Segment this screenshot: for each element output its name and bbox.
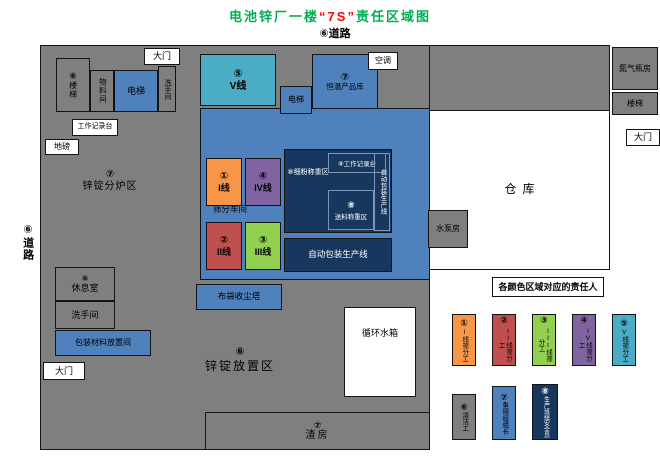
area-line-1-number: ① xyxy=(219,171,229,183)
road-left-label: ⑥道路 xyxy=(21,223,34,261)
area-material-room-label: 物料间 xyxy=(98,78,108,104)
legend-item-line4-number: ④ xyxy=(580,315,588,325)
legend-item-line1: ① I线筛分工 xyxy=(452,314,476,366)
road-top-label: ⑥道路 xyxy=(319,28,351,41)
legend-item-line2-number: ② xyxy=(500,315,508,325)
area-line-1: ① I线 xyxy=(206,158,242,206)
area-furnace-number: ⑦ xyxy=(105,169,115,180)
area-water-tank: 循环水箱 xyxy=(344,307,416,397)
legend-item-line3-number: ③ xyxy=(540,315,548,325)
legend-item-line2: ② II线筛分工 xyxy=(492,314,516,366)
area-line-1-label: I线 xyxy=(218,182,230,193)
area-gate-top: 大门 xyxy=(144,48,180,65)
area-stairs-topleft-number: ⑥ xyxy=(69,70,77,81)
legend-item-safety-officer-number: ⑧ xyxy=(541,385,549,396)
title-factory-name: 电池锌厂一楼 xyxy=(229,9,320,24)
area-auto-pack-line-vertical: 自动包装生产线 xyxy=(374,153,390,231)
area-line-4-label: IV线 xyxy=(254,182,272,193)
area-feed-weighing-label: 送料称重区 xyxy=(334,213,368,221)
legend-item-line3: ③ III线筛分工 xyxy=(532,314,556,366)
area-gate-right: 大门 xyxy=(626,129,660,146)
area-washroom-2: 洗手间 xyxy=(55,301,115,329)
area-elevator-1: 电梯 xyxy=(114,70,158,112)
area-material-room: 物料间 xyxy=(90,70,114,112)
legend-item-line3-label: III线筛分工 xyxy=(537,328,552,363)
area-feed-weighing-number: ⑧ xyxy=(347,199,355,210)
area-rest-room: ⑥ 休息室 xyxy=(55,267,115,301)
legend-item-line4-label: IV线筛分工 xyxy=(577,328,592,362)
area-feed-weighing: ⑧ 送料称重区 xyxy=(328,190,374,230)
area-packaging-material-room: 包装材料放置间 xyxy=(55,330,151,356)
area-nitrogen-room: 氮气瓶房 xyxy=(612,47,658,90)
area-line-3: ③ III线 xyxy=(245,222,281,270)
area-slag-room-label: 渣房 xyxy=(305,430,330,442)
legend-item-line1-number: ① xyxy=(460,318,468,329)
area-ingot-number: ⑥ xyxy=(235,346,245,359)
title-7s: “7S” xyxy=(319,9,356,24)
area-slag-room-number: ⑦ xyxy=(313,420,322,431)
area-ingot-label: ⑥ 锌锭放置区 xyxy=(185,342,295,378)
factory-floor-top-right xyxy=(429,45,610,111)
area-screening-workshop-label: 筛分车间 xyxy=(212,203,247,214)
area-line-3-number: ③ xyxy=(258,235,268,247)
area-line-4: ④ IV线 xyxy=(245,158,281,206)
legend-item-line2-label: II线筛分工 xyxy=(497,328,512,362)
legend-item-line5: ⑤ V线筛分工 xyxy=(612,314,636,366)
area-line-3-label: III线 xyxy=(254,246,272,257)
area-product-warehouse-label: 恒温产品库 xyxy=(326,82,364,92)
title-suffix: 责任区域图 xyxy=(355,9,431,24)
legend-item-line5-label: V线筛分工 xyxy=(620,328,628,362)
page-title: 电池锌厂一楼“7S”责任区域图 xyxy=(0,6,660,25)
area-pump-room: 水泵房 xyxy=(428,210,468,248)
area-washroom-top: 洗手间 xyxy=(158,66,176,112)
legend-item-line1-label: I线筛分工 xyxy=(460,328,468,362)
legend-item-safety-officer-label: 生产班组安全员 xyxy=(542,396,549,439)
area-gate-bottom-left: 大门 xyxy=(43,362,85,380)
legend-item-cleaner-label: 清洁工 xyxy=(460,412,468,432)
area-line-4-number: ④ xyxy=(258,171,268,183)
legend-item-line4: ④ IV线筛分工 xyxy=(572,314,596,366)
area-auto-pack-line-vertical-label: 自动包装生产线 xyxy=(379,169,386,215)
area-furnace-label: ⑦ 锌锭分炉区 xyxy=(55,164,165,198)
area-fine-powder-label: ⑧细粉称重区 xyxy=(287,168,329,176)
area-v-line: ⑤ V线 xyxy=(200,54,276,106)
area-ingot-name: 锌锭放置区 xyxy=(204,359,275,374)
legend-title: 各颜色区域对应的责任人 xyxy=(492,277,604,297)
area-weighbridge: 地磅 xyxy=(45,139,79,155)
area-product-warehouse: ⑦ 恒温产品库 xyxy=(312,54,378,110)
area-line-2-number: ② xyxy=(219,235,229,247)
legend-item-cleaner: ⑥ 清洁工 xyxy=(452,394,476,440)
area-line-2: ② II线 xyxy=(206,222,242,270)
area-auto-pack-line-horizontal: 自动包装生产线 xyxy=(284,238,392,272)
area-product-warehouse-number: ⑦ xyxy=(340,71,350,83)
legend-item-remelt-leader-label: 重熔组组长 xyxy=(500,401,508,435)
area-v-line-label: V线 xyxy=(229,80,247,92)
area-rest-room-label: 休息室 xyxy=(71,283,99,294)
area-stairs-right: 楼梯 xyxy=(612,92,658,115)
area-stairs-topleft: ⑥ 楼梯 xyxy=(56,58,90,112)
area-dust-tower: 布袋收尘塔 xyxy=(196,284,282,310)
legend-item-remelt-leader-number: ⑦ xyxy=(500,391,508,402)
legend-item-safety-officer: ⑧ 生产班组安全员 xyxy=(532,384,558,440)
area-line-2-label: II线 xyxy=(216,246,231,257)
area-slag-room: ⑦ 渣房 xyxy=(205,412,430,450)
area-rest-room-number: ⑥ xyxy=(81,274,89,284)
area-work-desk-1: 工作记录台 xyxy=(72,119,118,136)
area-stairs-topleft-label: 楼梯 xyxy=(68,81,78,100)
area-furnace-name: 锌锭分炉区 xyxy=(82,181,138,192)
area-work-desk-2: ⑧工作记录台 xyxy=(328,153,386,173)
legend-item-cleaner-number: ⑥ xyxy=(460,402,468,413)
area-v-line-number: ⑤ xyxy=(233,67,243,80)
legend-item-remelt-leader: ⑦ 重熔组组长 xyxy=(492,386,516,440)
legend-item-line5-number: ⑤ xyxy=(620,318,628,329)
area-aircon: 空调 xyxy=(368,52,398,70)
area-washroom-top-label: 洗手间 xyxy=(164,78,172,100)
area-elevator-2: 电梯 xyxy=(280,86,312,114)
